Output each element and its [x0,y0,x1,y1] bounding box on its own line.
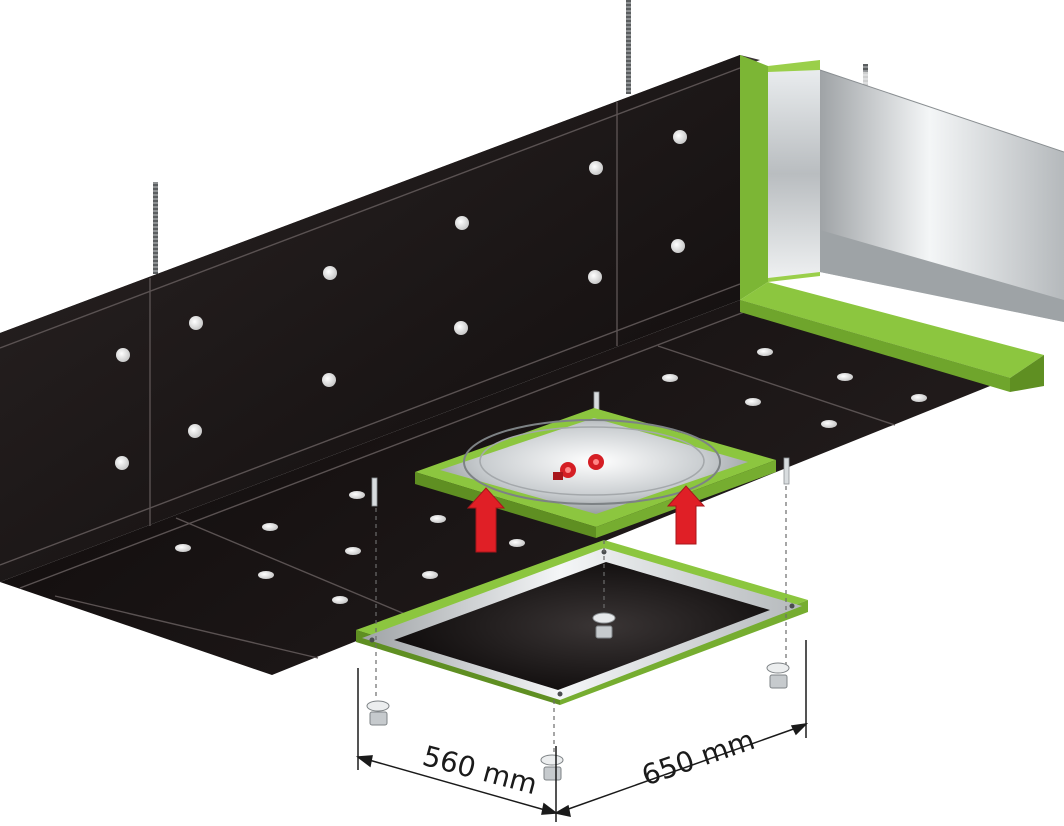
steel-duct-core [768,69,1064,322]
bolt-alignment-lines [375,486,787,760]
bolt-icon [592,612,616,639]
arrow-up-icon [466,485,706,553]
duct-front-face [0,55,740,582]
width-dimension-label: 650 mm [638,723,759,792]
access-panel-inner [394,562,770,690]
loose-nuts [366,662,790,781]
access-panel [356,540,808,705]
access-door-latch [553,454,604,480]
access-door-gasket [463,419,721,505]
dimension-lines [355,640,809,822]
insulation-fasteners-front [115,130,687,470]
insulation-fasteners-bottom [175,348,927,604]
insulation-board-seams [0,67,896,659]
